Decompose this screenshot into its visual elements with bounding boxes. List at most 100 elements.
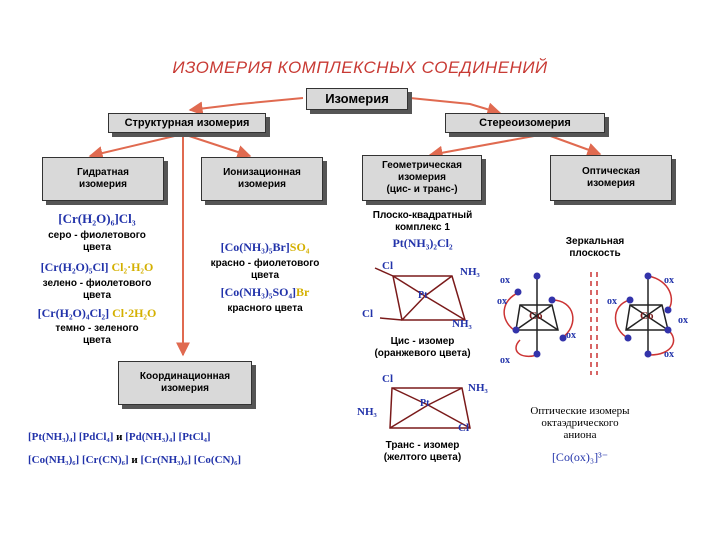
ionization-desc-1: красно - фиолетового цвета	[190, 258, 340, 282]
hydrate-formula-2-outer: Cl₂·H₂O	[111, 260, 154, 274]
trans-caption-line2: (желтого цвета)	[383, 452, 462, 463]
optical-note: Оптические изомеры октаэдрического анион…	[515, 405, 645, 441]
mirror-plane-line1: Зеркальная	[565, 236, 625, 247]
cis-cl-top: Cl	[382, 260, 393, 272]
hydrate-formula-3-main: [Cr(H₂O)₄Cl₂]	[37, 306, 110, 320]
box-hydrate: Гидратная изомерия	[42, 157, 164, 201]
hydrate-desc-2: зелено - фиолетового цвета	[22, 278, 172, 302]
box-optical-line2: изомерия	[587, 178, 635, 189]
cis-caption: Цис - изомер (оранжевого цвета)	[355, 336, 490, 360]
mirror-plane-label: Зеркальная плоскость	[540, 236, 650, 260]
optical-formula: [Co(ox)₃]³⁻	[515, 450, 645, 464]
hydrate-desc-1: серо - фиолетового цвета	[22, 230, 172, 254]
trans-caption-line1: Транс - изомер	[385, 440, 460, 451]
hydrate-formula-3: [Cr(H₂O)₄Cl₂] Cl·2H₂O	[8, 306, 186, 320]
ionization-formula-2-main: [Co(NH₃)₅SO₄]	[220, 285, 297, 299]
trans-nh3-right: NH₃	[468, 382, 488, 394]
ionization-desc-1-line2: цвета	[250, 270, 280, 281]
box-isomeria-label: Изомерия	[325, 91, 389, 106]
geometric-formula: Pt(NH₃)₂Cl₂	[355, 236, 490, 250]
cis-caption-line1: Цис - изомер	[390, 336, 455, 347]
geometric-plane-line1: Плоско-квадратный	[372, 210, 473, 221]
opt-left-ox-4: ox	[500, 355, 510, 366]
coord-row-1-c: [Pd(NH₃)₄]	[125, 431, 176, 443]
coord-row-1-d: [PtCl₄]	[178, 431, 211, 443]
hydrate-formula-1-text: [Cr(H₂O)₆]Cl₃	[58, 211, 136, 226]
coord-row-2-c: [Cr(NH₃)₆]	[140, 454, 192, 466]
ionization-formula-2: [Co(NH₃)₅SO₄]Br	[190, 285, 340, 299]
trans-caption: Транс - изомер (желтого цвета)	[355, 440, 490, 464]
box-stereo: Стереоизомерия	[445, 113, 605, 133]
ionization-formula-1-main: [Co(NH₃)₅Br]	[220, 240, 290, 254]
ionization-formula-1: [Co(NH₃)₅Br]SO₄	[190, 240, 340, 254]
box-hydrate-line1: Гидратная	[77, 167, 129, 178]
opt-left-ox-1: ox	[500, 275, 510, 286]
coord-row-1: [Pt(NH₃)₄] [PdCl₄] и [Pd(NH₃)₄] [PtCl₄]	[28, 430, 348, 444]
mirror-plane-line2: плоскость	[569, 248, 621, 259]
box-coordination: Координационная изомерия	[118, 361, 252, 405]
coord-row-2-b: [Cr(CN)₆]	[81, 454, 129, 466]
coord-row-2: [Co(NH₃)₆] [Cr(CN)₆] и [Cr(NH₃)₆] [Co(CN…	[28, 453, 358, 467]
geometric-plane-label: Плоско-квадратный комплекс 1	[355, 210, 490, 234]
hydrate-desc-3-line2: цвета	[82, 335, 112, 346]
geometric-plane-line2: комплекс 1	[395, 222, 450, 233]
box-coordination-line2: изомерия	[161, 383, 209, 394]
cis-nh3-bottom: NH₃	[452, 318, 472, 330]
hydrate-formula-2: [Cr(H₂O)₅Cl] Cl₂·H₂O	[8, 260, 186, 274]
optical-note-line2: октаэдрического	[541, 417, 619, 429]
box-ionization-line2: изомерия	[238, 179, 286, 190]
box-hydrate-line2: изомерия	[79, 179, 127, 190]
box-optical: Оптическая изомерия	[550, 155, 672, 201]
coord-row-2-a: [Co(NH₃)₆]	[28, 454, 80, 466]
optical-note-line3: аниона	[563, 429, 597, 441]
geometric-formula-text: Pt(NH₃)₂Cl₂	[392, 236, 453, 250]
coord-row-2-d: [Co(CN)₆]	[193, 454, 242, 466]
opt-right-ox-4: ox	[664, 349, 674, 360]
box-geometric-line3: (цис- и транс-)	[386, 184, 458, 195]
hydrate-desc-1-line1: серо - фиолетового	[48, 230, 146, 241]
cis-cl-left: Cl	[362, 308, 373, 320]
opt-right-ox-2: ox	[607, 296, 617, 307]
ionization-desc-2-line1: красного цвета	[227, 303, 303, 314]
ionization-desc-1-line1: красно - фиолетового	[210, 258, 320, 269]
box-optical-line1: Оптическая	[581, 166, 641, 177]
cis-caption-line2: (оранжевого цвета)	[374, 348, 471, 359]
box-geometric: Геометрическая изомерия (цис- и транс-)	[362, 155, 482, 201]
ionization-formula-1-outer: SO₄	[289, 240, 310, 254]
ionization-formula-2-outer: Br	[296, 285, 310, 299]
coord-row-2-and: и	[131, 454, 138, 466]
hydrate-desc-2-line1: зелено - фиолетового	[42, 278, 152, 289]
box-geometric-line1: Геометрическая	[382, 160, 462, 171]
box-structural-label: Структурная изомерия	[124, 117, 250, 129]
optical-note-line1: Оптические изомеры	[530, 405, 630, 417]
hydrate-desc-3: темно - зеленого цвета	[22, 323, 172, 347]
opt-left-ox-2: ox	[497, 296, 507, 307]
optical-formula-text: [Co(ox)₃]³⁻	[551, 450, 609, 464]
opt-right-ox-1: ox	[664, 275, 674, 286]
box-stereo-label: Стереоизомерия	[479, 117, 571, 129]
hydrate-formula-1: [Cr(H₂O)₆]Cl₃	[22, 212, 172, 226]
coord-row-1-a: [Pt(NH₃)₄]	[28, 431, 77, 443]
opt-right-co: Co	[640, 310, 654, 322]
box-isomeria: Изомерия	[306, 88, 408, 110]
cis-pt: Pt	[418, 290, 428, 301]
box-structural: Структурная изомерия	[108, 113, 266, 133]
box-ionization: Ионизационная изомерия	[201, 157, 323, 201]
box-ionization-line1: Ионизационная	[223, 167, 301, 178]
coord-row-1-and: и	[116, 431, 123, 443]
hydrate-desc-3-line1: темно - зеленого	[55, 323, 139, 334]
trans-pt: Pt	[420, 398, 430, 409]
box-coordination-line1: Координационная	[139, 371, 231, 382]
hydrate-desc-2-line2: цвета	[82, 290, 112, 301]
page-title: ИЗОМЕРИЯ КОМПЛЕКСНЫХ СОЕДИНЕНИЙ	[172, 58, 548, 77]
coord-row-1-b: [PdCl₄]	[78, 431, 114, 443]
opt-right-ox-3: ox	[678, 315, 688, 326]
cis-nh3-right: NH₃	[460, 266, 480, 278]
hydrate-formula-3-outer: Cl·2H₂O	[112, 306, 157, 320]
hydrate-formula-2-main: [Cr(H₂O)₅Cl]	[40, 260, 109, 274]
trans-nh3-left: NH₃	[357, 406, 377, 418]
ionization-desc-2: красного цвета	[190, 303, 340, 315]
hydrate-desc-1-line2: цвета	[82, 242, 112, 253]
trans-cl-top: Cl	[382, 373, 393, 385]
trans-cl-bottom: Cl	[458, 422, 469, 434]
